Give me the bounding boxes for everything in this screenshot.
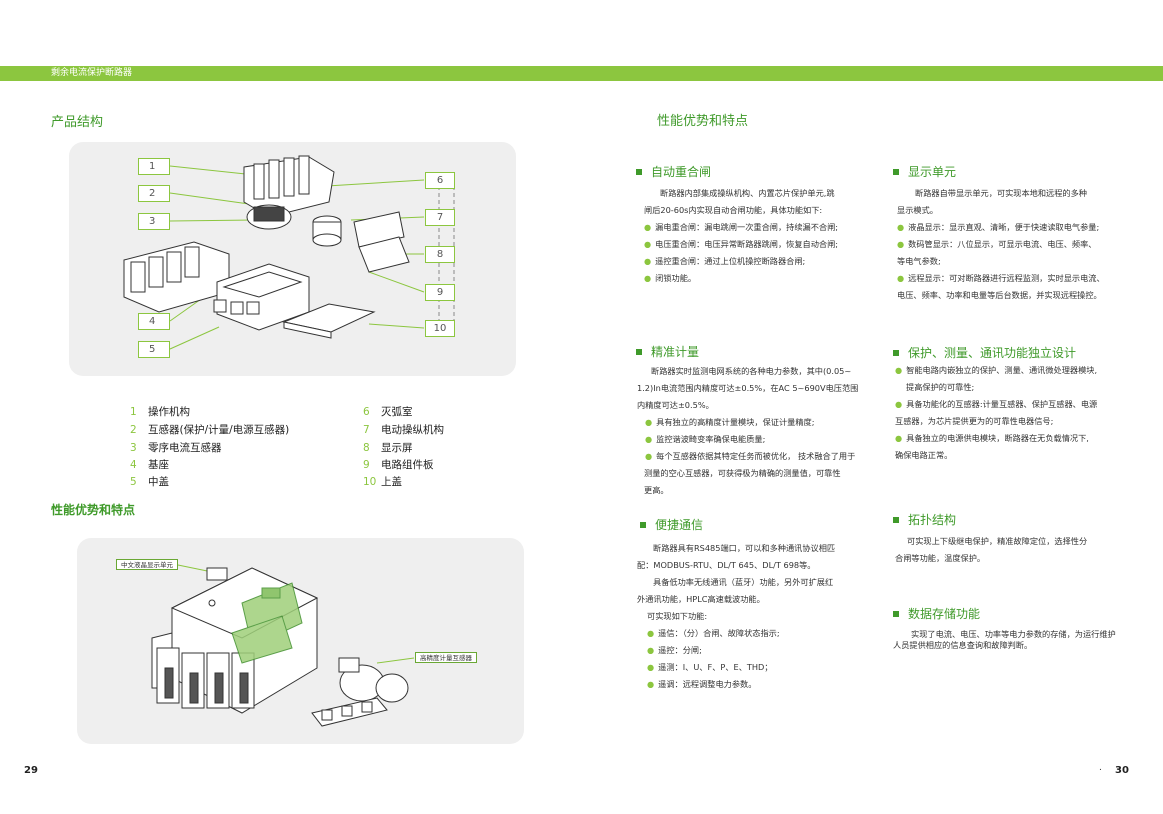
tag-display-unit: 中文液晶显示单元: [116, 559, 178, 570]
callout-10: 10: [425, 320, 455, 337]
section-storage-title: 数据存储功能: [893, 605, 980, 622]
banner-title: 剩余电流保护断路器: [51, 68, 133, 78]
page-number-right: 30: [1115, 765, 1129, 776]
section-topology-body: 可实现上下级继电保护，精准故障定位，选择性分 合闸等功能，温度保护。: [895, 536, 1088, 563]
section-storage-body: 实现了电流、电压、功率等电力参数的存储，为运行维护 人员提供相应的信息查询和故障…: [893, 629, 1116, 650]
page-number-left: 29: [24, 765, 38, 776]
callout-6: 6: [425, 172, 455, 189]
callout-8: 8: [425, 246, 455, 263]
breaker-product-illustration: [151, 564, 415, 727]
advantages-title-right: 性能优势和特点: [657, 114, 749, 129]
page-mark: .: [1099, 763, 1102, 773]
breaker-exploded-illustration: [123, 155, 455, 350]
product-illustration-panel: [77, 538, 524, 744]
section-topology-title: 拓扑结构: [893, 511, 956, 528]
section-auto-reclose-title: 自动重合闸: [636, 163, 711, 180]
callout-1: 1: [138, 158, 170, 175]
section-independent-body: ●智能电路内嵌独立的保护、测量、通讯微处理器模块, 提高保护的可靠性; ●具备功…: [895, 365, 1098, 460]
callout-5: 5: [138, 341, 170, 358]
section-independent-title: 保护、测量、通讯功能独立设计: [893, 344, 1076, 361]
tag-metering-transformer: 高精度计量互感器: [415, 652, 477, 663]
section-communication-body: 断路器具有RS485端口，可以和多种通讯协议相匹 配：MODBUS-RTU、DL…: [637, 543, 836, 689]
section-display-unit-title: 显示单元: [893, 163, 956, 180]
section-display-unit-body: 断路器自带显示单元，可实现本地和远程的多种 显示模式。 ●液晶显示：显示直观、清…: [897, 188, 1105, 300]
section-communication-title: 便捷通信: [640, 516, 703, 533]
callout-3: 3: [138, 213, 170, 230]
callout-7: 7: [425, 209, 455, 226]
top-banner: 剩余电流保护断路器: [0, 66, 1163, 81]
callout-4: 4: [138, 313, 170, 330]
section-auto-reclose-body: 断路器内部集成操纵机构、内置芯片保护单元,跳 闸后20-60s内实现自动合闸功能…: [644, 188, 839, 283]
structure-title: 产品结构: [51, 115, 104, 130]
advantages-title-left: 性能优势和特点: [51, 503, 136, 517]
callout-2: 2: [138, 185, 170, 202]
section-metering-title: 精准计量: [636, 343, 699, 360]
section-metering-body: 断路器实时监测电网系统的各种电力参数，其中(0.05~ 1.2)In电流范围内精…: [637, 366, 859, 495]
callout-9: 9: [425, 284, 455, 301]
